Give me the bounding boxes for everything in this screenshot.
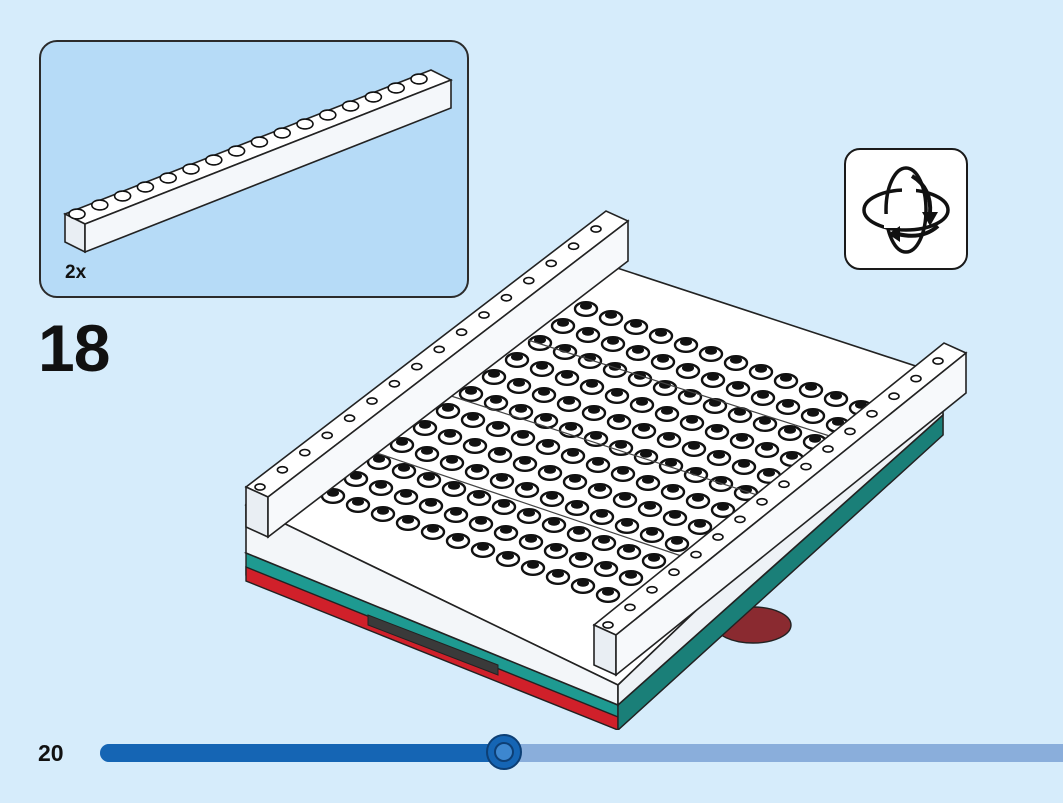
assembled-model-illustration <box>243 210 968 730</box>
white-1x16-brick-icon <box>63 69 453 254</box>
rotate-model-icon <box>844 148 968 270</box>
part-quantity: 2x <box>65 262 87 283</box>
page-number: 20 <box>38 740 64 766</box>
parts-callout: 2x <box>39 40 469 298</box>
progress-marker <box>486 734 523 770</box>
progress-fill <box>100 744 505 762</box>
progress-bar <box>100 734 1063 770</box>
step-number: 18 <box>38 311 110 385</box>
